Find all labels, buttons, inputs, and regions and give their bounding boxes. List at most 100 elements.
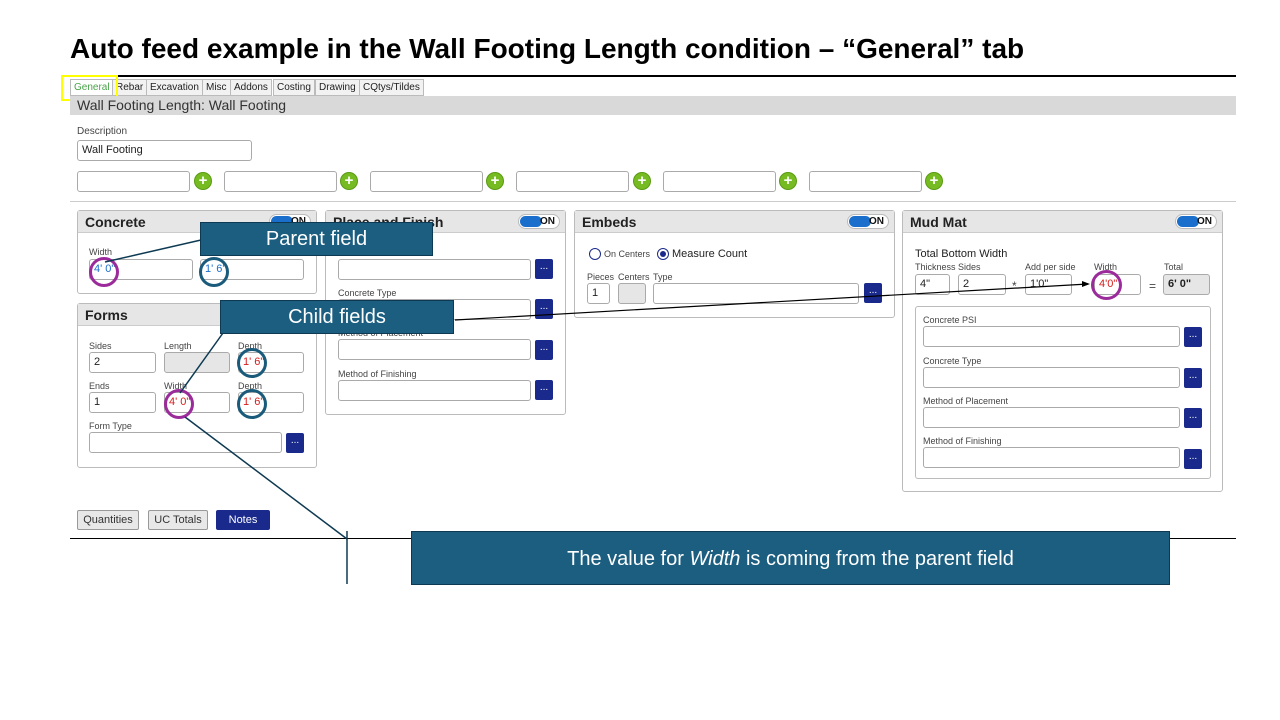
mud-finishing-button[interactable]: ... (1184, 449, 1202, 469)
parent-connector-line (104, 239, 202, 263)
plus-icon: + (490, 172, 500, 189)
on-centers-label: On Centers (604, 249, 651, 259)
section-divider (70, 201, 1236, 202)
notes-button[interactable]: Notes (216, 510, 270, 530)
mud-concrete-psi-input[interactable] (923, 326, 1180, 347)
mud-concrete-psi-label: Concrete PSI (923, 315, 977, 325)
embeds-type-label: Type (653, 272, 673, 282)
add-field-1-button[interactable]: + (194, 172, 212, 190)
extra-field-1[interactable] (77, 171, 190, 192)
mud-concrete-type-button[interactable]: ... (1184, 368, 1202, 388)
extra-field-5[interactable] (663, 171, 776, 192)
multiply-sign: * (1012, 279, 1017, 293)
mud-concrete-psi-button[interactable]: ... (1184, 327, 1202, 347)
forms-sides-input[interactable]: 2 (89, 352, 156, 373)
message-connector-diagonal (184, 416, 348, 540)
place-finishing-input[interactable] (338, 380, 531, 401)
child-connector-arrowhead (1082, 281, 1090, 287)
tab-excavation[interactable]: Excavation (146, 79, 203, 96)
mud-mat-toggle[interactable]: ON (1175, 214, 1217, 229)
extra-field-2[interactable] (224, 171, 337, 192)
on-centers-radio[interactable] (589, 248, 601, 260)
forms-width-label: Width (164, 381, 188, 391)
child-circle-forms-depth (237, 348, 267, 378)
concrete-width-label: Width (89, 247, 113, 257)
mud-placement-button[interactable]: ... (1184, 408, 1202, 428)
place-finish-toggle[interactable]: ON (518, 214, 560, 229)
child-connector-forms-line (179, 332, 224, 394)
place-finishing-label: Method of Finishing (338, 369, 417, 379)
mud-thickness-input[interactable]: 4" (915, 274, 950, 295)
slide-title: Auto feed example in the Wall Footing Le… (70, 33, 1025, 64)
add-field-6-button[interactable]: + (925, 172, 943, 190)
extra-field-3[interactable] (370, 171, 483, 192)
place-placement-button[interactable]: ... (535, 340, 553, 360)
embeds-pieces-input[interactable]: 1 (587, 283, 610, 304)
embeds-type-input[interactable] (653, 283, 859, 304)
place-finish-field-1[interactable] (338, 259, 531, 280)
mud-total-value: 6' 0" (1163, 274, 1210, 295)
description-label: Description (77, 126, 128, 137)
embeds-pieces-label: Pieces (587, 272, 615, 282)
embeds-centers-label: Centers (618, 272, 650, 282)
place-placement-input[interactable] (338, 339, 531, 360)
child-fields-callout: Child fields (220, 300, 454, 334)
mud-mat-panel: Mud Mat ON (902, 210, 1223, 492)
mud-total-label: Total (1164, 262, 1184, 272)
mud-mat-panel-title: Mud Mat (903, 211, 1222, 233)
forms-ends-input[interactable]: 1 (89, 392, 156, 413)
plus-icon: + (783, 172, 793, 189)
embeds-centers-input[interactable] (618, 283, 646, 304)
mud-add-per-side-label: Add per side (1025, 262, 1076, 272)
add-field-3-button[interactable]: + (486, 172, 504, 190)
tab-costing[interactable]: Costing (273, 79, 315, 96)
add-field-5-button[interactable]: + (779, 172, 797, 190)
forms-length-input[interactable] (164, 352, 230, 373)
equals-sign: = (1149, 279, 1157, 293)
forms-depth-label: Depth (238, 341, 263, 351)
mud-finishing-label: Method of Finishing (923, 436, 1002, 446)
mud-thickness-label: Thickness (915, 262, 956, 272)
tab-addons[interactable]: Addons (230, 79, 272, 96)
forms-depth2-label: Depth (238, 381, 263, 391)
child-circle-mud-width (1091, 270, 1122, 300)
mud-finishing-input[interactable] (923, 447, 1180, 468)
add-field-4-button[interactable]: + (633, 172, 651, 190)
tab-drawing[interactable]: Drawing (315, 79, 360, 96)
extra-field-4[interactable] (516, 171, 629, 192)
quantities-button[interactable]: Quantities (77, 510, 139, 530)
parent-circle-concrete-width (89, 257, 119, 287)
uc-totals-button[interactable]: UC Totals (148, 510, 208, 530)
child-circle-concrete-second (199, 257, 229, 287)
child-circle-forms-depth2 (237, 389, 267, 419)
place-concrete-type-label: Concrete Type (338, 288, 397, 298)
forms-sides-label: Sides (89, 341, 112, 351)
embeds-panel-title: Embeds (575, 211, 894, 233)
place-concrete-type-button[interactable]: ... (535, 299, 553, 319)
mud-placement-input[interactable] (923, 407, 1180, 428)
forms-length-label: Length (164, 341, 192, 351)
place-finish-lookup-1-button[interactable]: ... (535, 259, 553, 279)
title-divider (70, 75, 1236, 77)
condition-header: Wall Footing Length: Wall Footing (70, 96, 1236, 115)
mud-mat-subpanel (915, 306, 1211, 479)
total-bottom-width-label: Total Bottom Width (915, 248, 1008, 260)
mud-concrete-type-input[interactable] (923, 367, 1180, 388)
measure-count-label: Measure Count (672, 248, 748, 260)
embeds-type-button[interactable]: ... (864, 283, 882, 303)
place-finishing-button[interactable]: ... (535, 380, 553, 400)
child-circle-forms-width (164, 389, 194, 419)
measure-count-radio[interactable] (657, 248, 669, 260)
plus-icon: + (344, 172, 354, 189)
forms-form-type-input[interactable] (89, 432, 282, 453)
add-field-2-button[interactable]: + (340, 172, 358, 190)
description-input[interactable]: Wall Footing (77, 140, 252, 161)
mud-sides-label: Sides (958, 262, 981, 272)
embeds-toggle[interactable]: ON (847, 214, 889, 229)
forms-ends-label: Ends (89, 381, 110, 391)
tab-cqtys-tildes[interactable]: CQtys/Tildes (359, 79, 424, 96)
extra-field-6[interactable] (809, 171, 922, 192)
plus-icon: + (198, 172, 208, 189)
forms-form-type-button[interactable]: ... (286, 433, 304, 453)
